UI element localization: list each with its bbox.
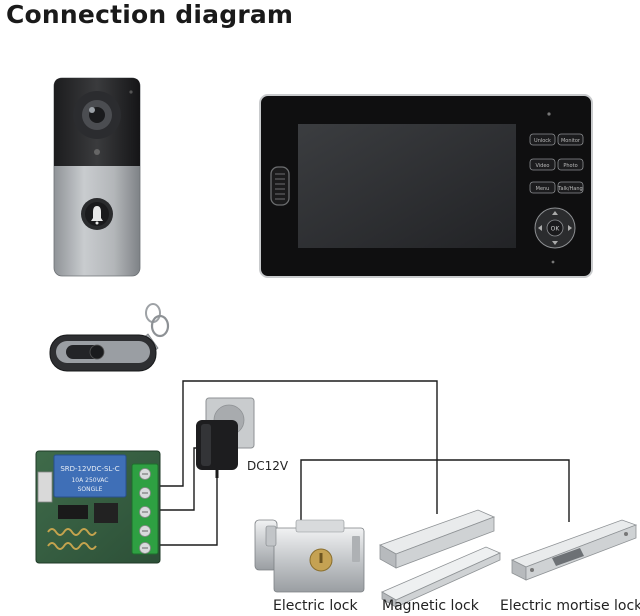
svg-text:Monitor: Monitor [561,138,581,144]
magnetic-lock-label: Magnetic lock [382,598,479,614]
electric-lock [254,519,365,593]
arrow-left-icon [538,225,542,231]
bell-icon [91,206,103,221]
monitor-button-talk[interactable]: Talk/Hang [557,181,584,194]
wires [160,380,570,546]
wire-relay-to-magnetic-lock [160,380,438,514]
svg-text:Menu: Menu [536,186,550,192]
arrow-right-icon [568,225,572,231]
relay-module: SRD-12VDC-SL-C 10A 250VAC SONGLE [35,450,161,564]
speaker-grille [270,166,290,206]
diagram-title: Connection diagram [6,0,294,29]
electric-mortise-lock-label: Electric mortise lock [500,598,640,614]
remote-key-fob [49,303,170,372]
svg-text:SONGLE: SONGLE [78,486,103,493]
monitor-button-photo[interactable]: Photo [557,158,584,171]
monitor-button-monitor[interactable]: Monitor [557,133,584,146]
power-adapter [196,397,255,478]
svg-text:Video: Video [535,163,549,169]
monitor-dpad[interactable]: OK [534,207,576,249]
monitor-screen [298,124,516,248]
wire-adapter-to-relay [160,478,218,546]
arrow-down-icon [552,241,558,245]
monitor-button-unlock[interactable]: Unlock [529,133,556,146]
doorbell-camera [53,77,141,277]
svg-text:Talk/Hang: Talk/Hang [557,186,582,192]
arrow-up-icon [552,211,558,215]
svg-text:10A 250VAC: 10A 250VAC [71,477,108,484]
wire-common-locks [300,459,570,525]
svg-text:SRD-12VDC-SL-C: SRD-12VDC-SL-C [60,465,119,473]
indoor-monitor: Unlock Monitor Video Photo Menu Talk/Han… [259,94,593,278]
svg-text:OK: OK [551,226,561,233]
relay-component [53,454,127,498]
electric-mortise-lock [510,519,638,581]
power-label: DC12V [247,459,289,473]
monitor-button-video[interactable]: Video [529,158,556,171]
magnetic-lock [379,509,501,608]
svg-text:Unlock: Unlock [534,138,551,144]
monitor-button-menu[interactable]: Menu [529,181,556,194]
svg-text:Photo: Photo [563,163,577,169]
electric-lock-label: Electric lock [273,598,358,614]
